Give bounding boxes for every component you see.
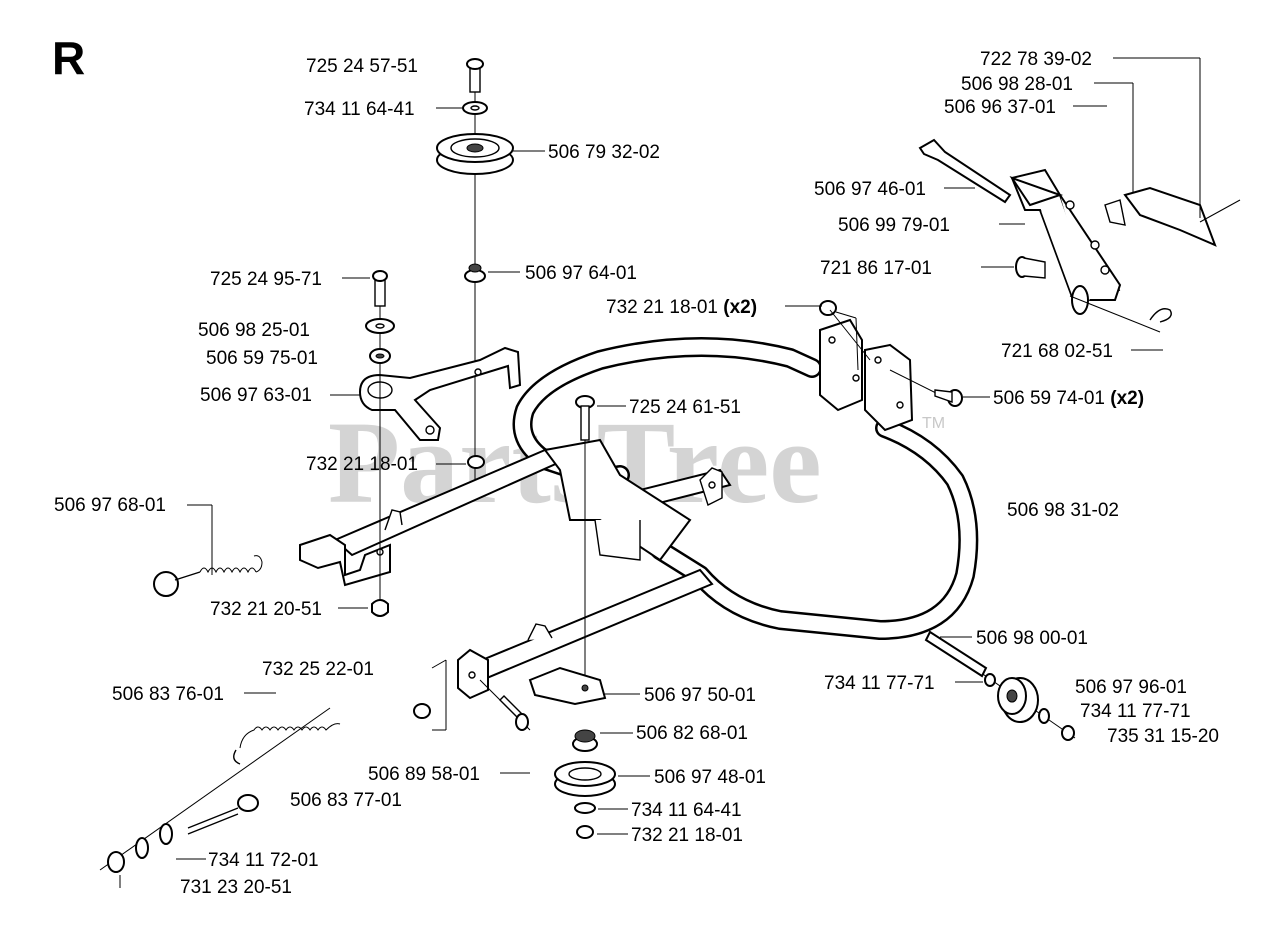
part-label[interactable]: 506 98 28-01 [961, 74, 1073, 95]
part-label[interactable]: 732 21 20-51 [210, 599, 322, 620]
part-label[interactable]: 721 68 02-51 [1001, 341, 1113, 362]
part-label[interactable]: 506 96 37-01 [944, 97, 1056, 118]
part-label[interactable]: 506 89 58-01 [368, 764, 480, 785]
part-label[interactable]: 506 98 00-01 [976, 628, 1088, 649]
part-label[interactable]: 506 97 46-01 [814, 179, 926, 200]
part-label[interactable]: 506 59 75-01 [206, 348, 318, 369]
part-label[interactable]: 732 25 22-01 [262, 659, 374, 680]
part-label[interactable]: 734 11 72-01 [208, 850, 319, 871]
part-label[interactable]: 732 21 18-01 (x2) [606, 297, 757, 318]
lower-pulley-assembly[interactable] [528, 666, 616, 839]
part-label[interactable]: 506 97 50-01 [644, 685, 756, 706]
part-label[interactable]: 506 79 32-02 [548, 142, 660, 163]
part-label[interactable]: 506 97 68-01 [54, 495, 166, 516]
part-label[interactable]: 506 98 25-01 [198, 320, 310, 341]
part-label[interactable]: 506 97 63-01 [200, 385, 312, 406]
center-bolt[interactable] [575, 395, 595, 680]
part-label[interactable]: 734 11 64-41 [304, 99, 415, 120]
part-label[interactable]: 731 23 20-51 [180, 877, 292, 898]
part-label[interactable]: 725 24 57-51 [306, 56, 418, 77]
part-labels: 725 24 57-51 734 11 64-41 506 79 32-02 5… [54, 49, 1219, 898]
main-frame[interactable] [299, 318, 979, 700]
part-label[interactable]: 506 83 76-01 [112, 684, 224, 705]
part-label[interactable]: 732 21 18-01 [631, 825, 743, 846]
leader-lines [176, 57, 1201, 860]
part-label[interactable]: 725 24 61-51 [629, 397, 741, 418]
spring-hook-assembly[interactable] [153, 555, 263, 597]
part-label[interactable]: 732 21 18-01 [306, 454, 418, 475]
section-letter: R [52, 32, 85, 84]
part-label[interactable]: 721 86 17-01 [820, 258, 932, 279]
watermark-trademark: TM [922, 415, 945, 432]
frame-fasteners[interactable] [819, 300, 963, 407]
part-label[interactable]: 506 83 77-01 [290, 790, 402, 811]
lower-spring-assembly[interactable] [99, 707, 341, 888]
part-label[interactable]: 734 11 77-71 [824, 673, 935, 694]
pedal-assembly[interactable] [918, 138, 1241, 333]
upper-pulley-assembly[interactable] [436, 58, 514, 480]
bracket-fasteners[interactable] [413, 679, 531, 731]
part-label[interactable]: 734 11 64-41 [631, 800, 742, 821]
part-label[interactable]: 506 98 31-02 [1007, 500, 1119, 521]
part-label[interactable]: 725 24 95-71 [210, 269, 322, 290]
part-label[interactable]: 506 99 79-01 [838, 215, 950, 236]
part-label[interactable]: 506 97 96-01 [1075, 677, 1187, 698]
idler-arm[interactable] [358, 270, 522, 617]
part-label[interactable]: 722 78 39-02 [980, 49, 1092, 70]
wheel-assembly[interactable] [924, 630, 1076, 741]
part-label[interactable]: 506 59 74-01 (x2) [993, 388, 1144, 409]
part-label[interactable]: 506 82 68-01 [636, 723, 748, 744]
part-label[interactable]: 735 31 15-20 [1107, 726, 1219, 747]
part-label[interactable]: 506 97 48-01 [654, 767, 766, 788]
part-label[interactable]: 506 97 64-01 [525, 263, 637, 284]
part-label[interactable]: 734 11 77-71 [1080, 701, 1191, 722]
